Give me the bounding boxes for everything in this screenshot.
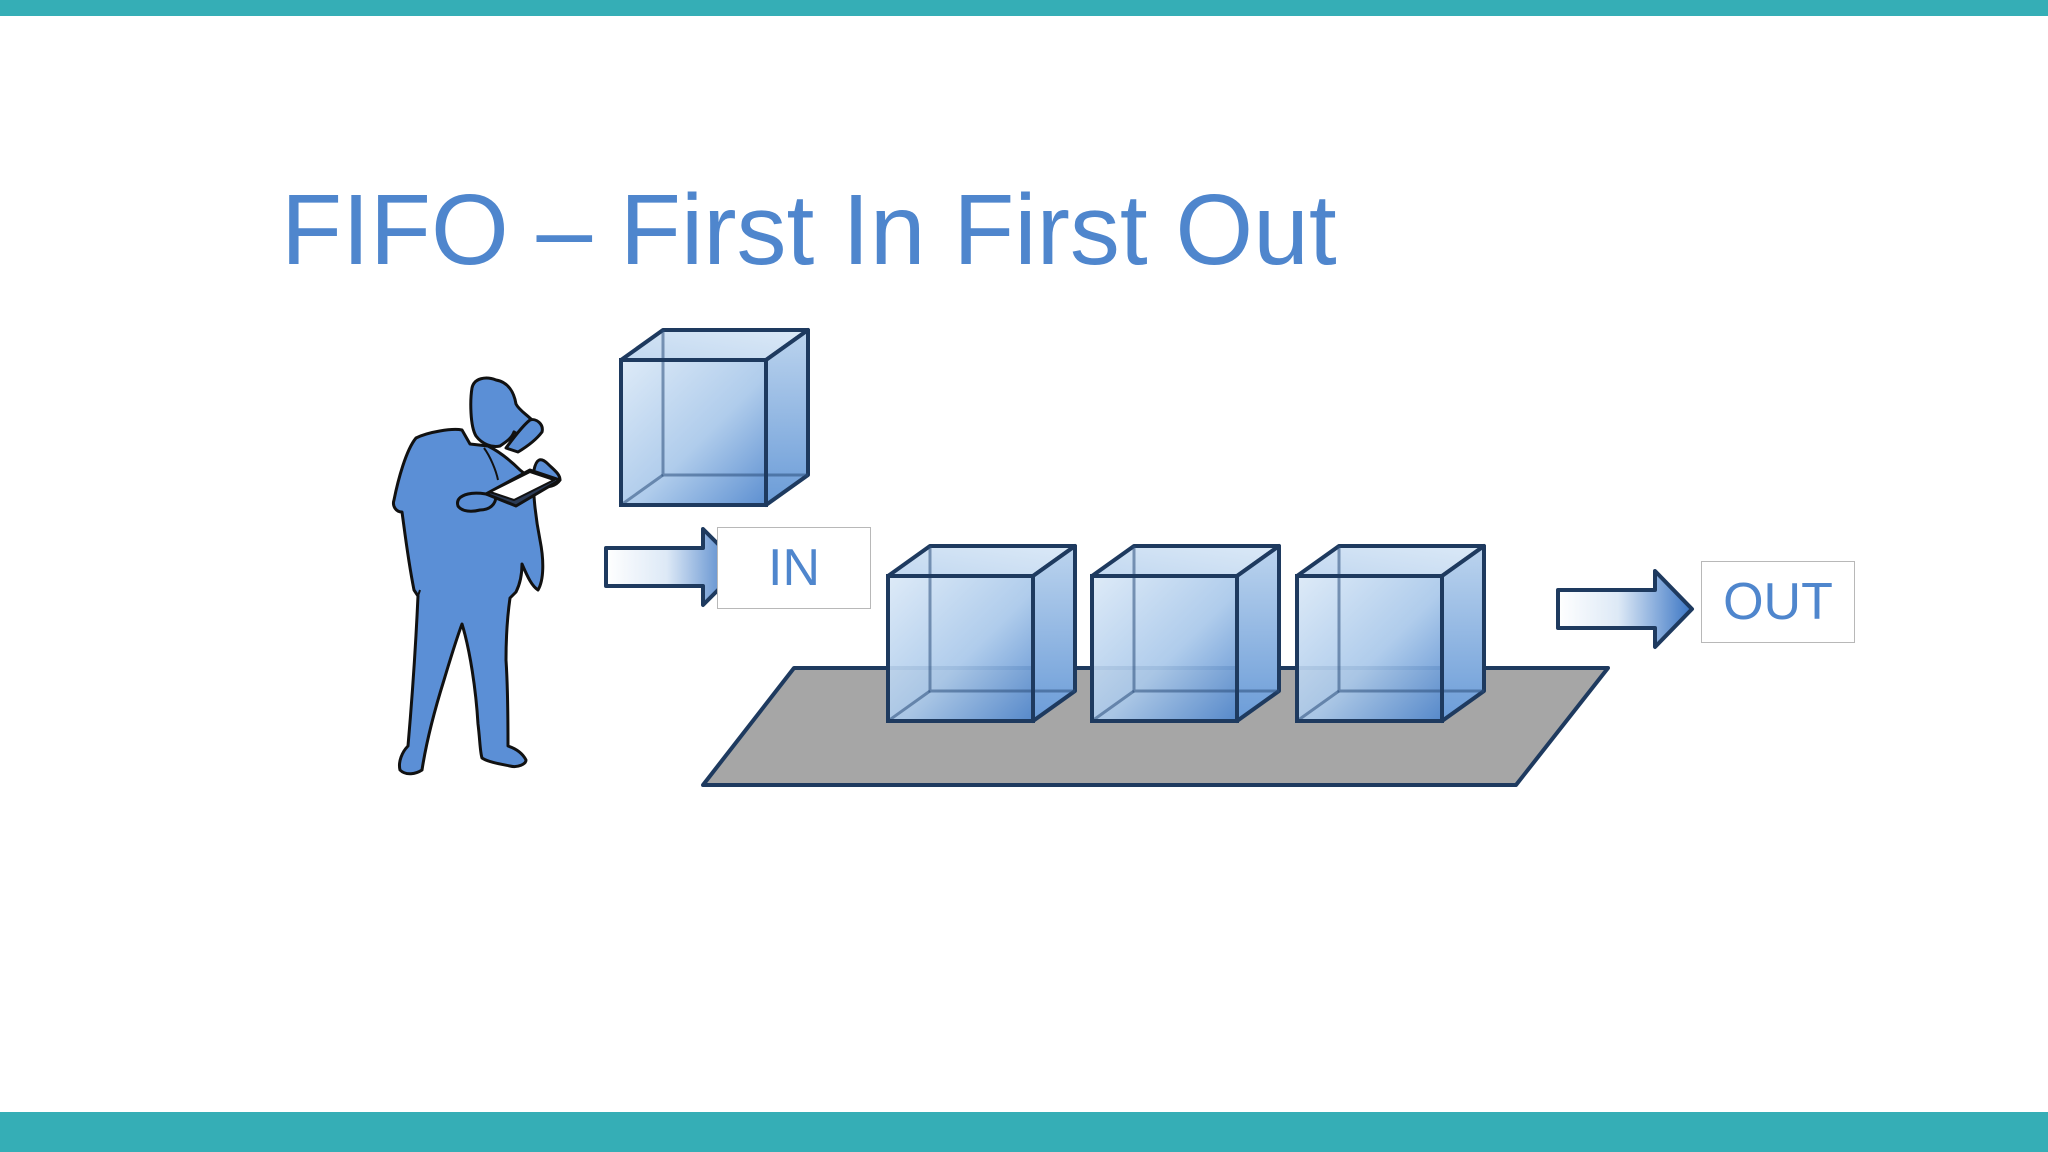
top-accent-bar: [0, 0, 2048, 16]
out-label: OUT: [1701, 561, 1855, 643]
queued-box-icon-3: [1295, 544, 1486, 723]
slide-title: FIFO – First In First Out: [281, 174, 1337, 286]
person-reading-icon: [392, 376, 562, 776]
out-arrow-icon: [1556, 569, 1694, 649]
incoming-box-icon: [619, 328, 810, 507]
queued-box-icon-1: [886, 544, 1077, 723]
in-label: IN: [717, 527, 871, 609]
bottom-accent-bar: [0, 1112, 2048, 1152]
queued-box-icon-2: [1090, 544, 1281, 723]
